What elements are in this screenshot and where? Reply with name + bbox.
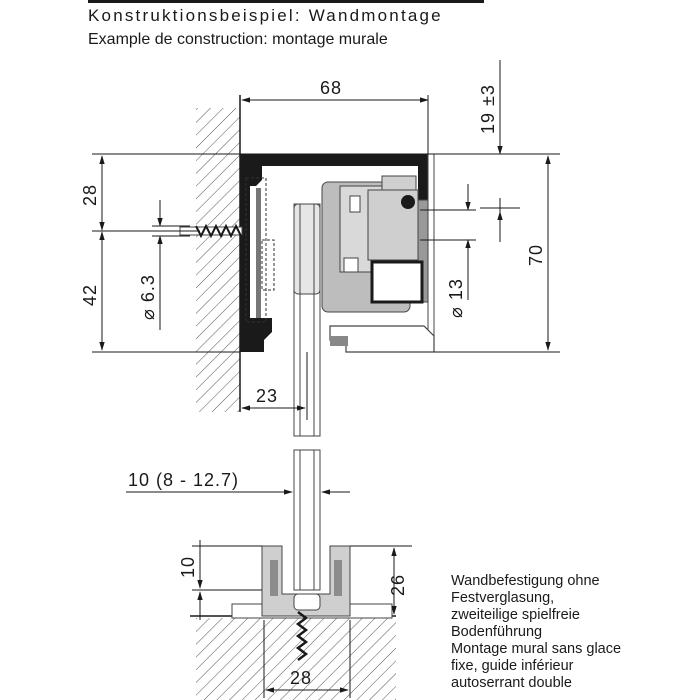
dim-42: 42 [80,284,100,306]
roller-carriage [321,175,424,313]
dim-28: 28 [80,184,100,206]
title-german: Konstruktionsbeispiel: Wandmontage [88,6,443,25]
title-french: Example de construction: montage murale [88,31,388,48]
track-profile [240,153,435,353]
dim-23: 23 [256,386,278,406]
dim-dia-6-3: ⌀ 6.3 [138,274,158,320]
note-line: autoserrant double [451,675,572,691]
wall [196,95,241,412]
dim-68: 68 [320,78,342,98]
dim-26: 26 [388,574,408,596]
dim-70: 70 [526,244,546,266]
guide-dimensions [192,540,412,698]
dim-glass-thickness: 10 (8 - 12.7) [128,470,239,490]
note-line: fixe, guide inférieur [451,658,574,674]
note-line: Wandbefestigung ohne [451,573,600,589]
dim-19: 19 ±3 [478,84,498,134]
glass-panel [293,203,321,591]
note-line: Bodenführung [451,624,543,640]
note-line: Festverglasung, [451,590,555,606]
note-line: zweiteilige spielfreie [451,607,580,623]
floor-guide [261,545,351,661]
installation-note: Wandbefestigung ohne Festverglasung, zwe… [451,573,621,692]
dimension-lines [92,60,560,495]
dim-10: 10 [178,556,198,578]
note-line: Montage mural sans glace [451,641,622,657]
title-rule [88,0,484,3]
dim-dia-13: ⌀ 13 [446,278,466,318]
dim-28-guide: 28 [290,668,312,688]
hidden-lines [245,177,275,323]
